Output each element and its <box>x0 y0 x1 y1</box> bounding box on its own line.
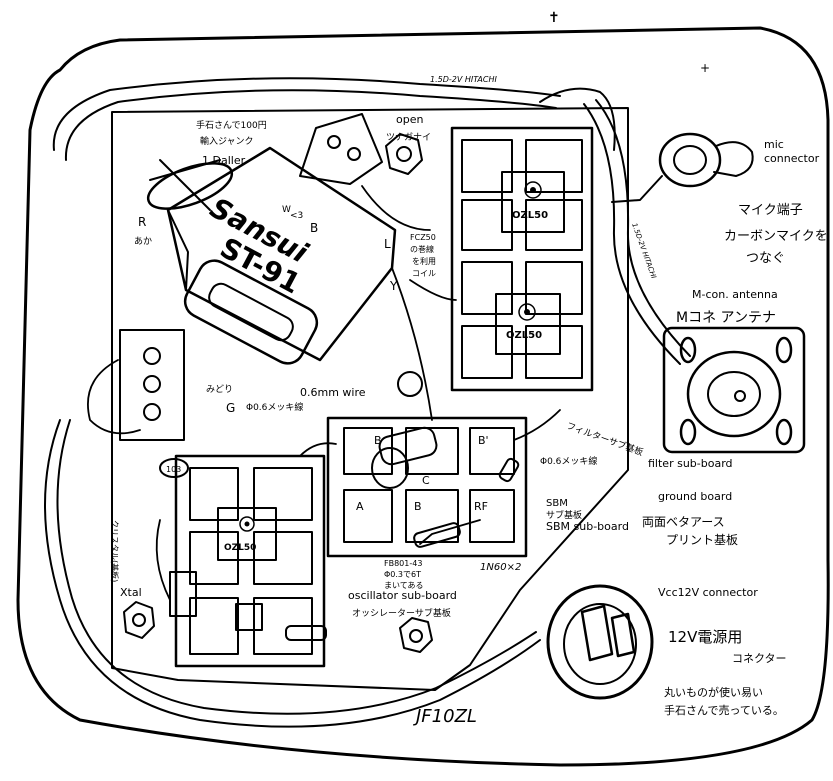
pin-b3: B <box>414 500 422 513</box>
label-wire: 0.6mm wire <box>300 386 366 399</box>
note-power-jp-1: 12V電源用 <box>668 628 742 646</box>
note-mic-jp-3: つなぐ <box>746 251 785 266</box>
filter-coil-1-label: OZL50 <box>512 210 548 221</box>
note-open-jp: ツナガナイ <box>386 132 431 143</box>
nut-top <box>385 133 423 175</box>
filter-coil-2 <box>495 293 561 355</box>
note-dollar-jp-1: 手石さんで100円 <box>196 119 267 131</box>
mic-connector <box>611 132 754 203</box>
case-outline <box>16 26 830 767</box>
oscillator-sub-board <box>174 454 326 668</box>
label-mic-connector-2: connector <box>764 152 820 165</box>
coax-cable-top <box>52 77 561 151</box>
part-103: 103 <box>166 465 181 474</box>
coax-cable-right-inner <box>583 103 681 365</box>
note-filter-jp: フィルターサブ基板 <box>565 420 645 459</box>
label-l: L <box>384 237 391 251</box>
coax-cable-loop <box>539 87 616 151</box>
note-ferrite-2: Φ0.3で6T <box>384 570 421 579</box>
label-sbm-sub-board: SBM sub-board <box>546 520 629 533</box>
sbm-sub-board <box>326 416 528 558</box>
pin-w: W <box>282 205 291 215</box>
label-y: Y <box>389 279 398 293</box>
label-mic-connector-1: mic <box>764 138 784 151</box>
label-vcc-connector: Vcc12V connector <box>658 586 758 599</box>
filter-coil-1 <box>501 171 565 233</box>
oscillator-coil <box>217 507 277 561</box>
note-ferrite-1: FB801-43 <box>384 559 422 568</box>
pin-b: B <box>374 434 382 447</box>
note-mic-jp-2: カーボンマイクを <box>724 229 828 244</box>
note-dollar-jp-2: 輸入ジャンク <box>200 135 254 147</box>
crystal <box>169 571 197 617</box>
label-g: G <box>226 401 235 415</box>
pin-c: C <box>422 474 430 487</box>
signature: JF10ZL <box>413 706 477 727</box>
stray-mark: + <box>700 61 710 75</box>
terminal-strip-left <box>119 329 185 441</box>
note-power-jp-2: コネクター <box>732 652 787 665</box>
note-mic-jp-1: マイク端子 <box>738 203 803 218</box>
note-fcz-4: コイル <box>412 269 436 278</box>
nut-bottom <box>399 617 433 653</box>
note-sbm-2: サブ基板 <box>546 509 582 521</box>
label-r: R <box>138 215 146 229</box>
note-green-jp: みどり <box>206 384 233 395</box>
note-round-jp-2: 手石さんで売っている。 <box>664 703 784 717</box>
note-wire-jp: Φ0.6メッキ線 <box>246 401 303 413</box>
nut-left <box>123 601 155 639</box>
note-diodes: 1N60×2 <box>480 562 521 573</box>
note-double-sided-1: 両面ベタアース <box>642 515 725 529</box>
pin-c3: <3 <box>290 211 303 221</box>
label-m-con-antenna: M-con. antenna <box>692 288 778 301</box>
label-b: B <box>310 221 318 235</box>
label-ground-board: ground board <box>658 490 732 503</box>
filter-sub-board <box>450 126 594 392</box>
pin-a: A <box>356 500 364 513</box>
label-one-dollar: 1 Daller <box>202 154 246 167</box>
osc-coil-label: OZL50 <box>224 543 256 553</box>
filter-coil-2-label: OZL50 <box>506 330 542 341</box>
coax-cable-top-inner <box>64 89 557 161</box>
note-wire2-jp: Φ0.6メッキ線 <box>540 455 597 467</box>
note-red-jp: あか <box>134 236 152 247</box>
note-round-jp-1: 丸いものが使い易い <box>664 685 763 699</box>
note-ferrite-3: まいてある <box>384 581 424 590</box>
label-oscillator-sub-board: oscillator sub-board <box>348 589 457 602</box>
pin-rf: RF <box>474 500 488 513</box>
note-sbm-1: SBM <box>546 498 568 509</box>
note-osc-jp: オッシレーターサブ基板 <box>352 607 451 619</box>
power-connector-12v <box>546 584 654 700</box>
power-wire <box>44 419 541 728</box>
note-fcz-3: を利用 <box>412 256 436 266</box>
note-xtal-jp: クリスタル(基板) <box>110 520 120 582</box>
stray-mark: ✝ <box>548 10 560 26</box>
pin-b2: B' <box>478 434 489 447</box>
note-double-sided-2: プリント基板 <box>666 533 738 547</box>
label-open: open <box>396 113 423 126</box>
label-xtal: Xtal <box>120 586 142 599</box>
m-connector-antenna <box>662 326 806 454</box>
terminal-strip-top <box>299 113 383 185</box>
note-antenna-jp: Mコネ アンテナ <box>676 310 776 326</box>
note-fcz-2: の巻線 <box>410 244 434 254</box>
note-cable-top: 1.5D-2V HITACHI <box>430 75 497 84</box>
label-filter-sub-board: filter sub-board <box>648 457 733 470</box>
note-fcz-1: FCZ50 <box>410 233 436 242</box>
